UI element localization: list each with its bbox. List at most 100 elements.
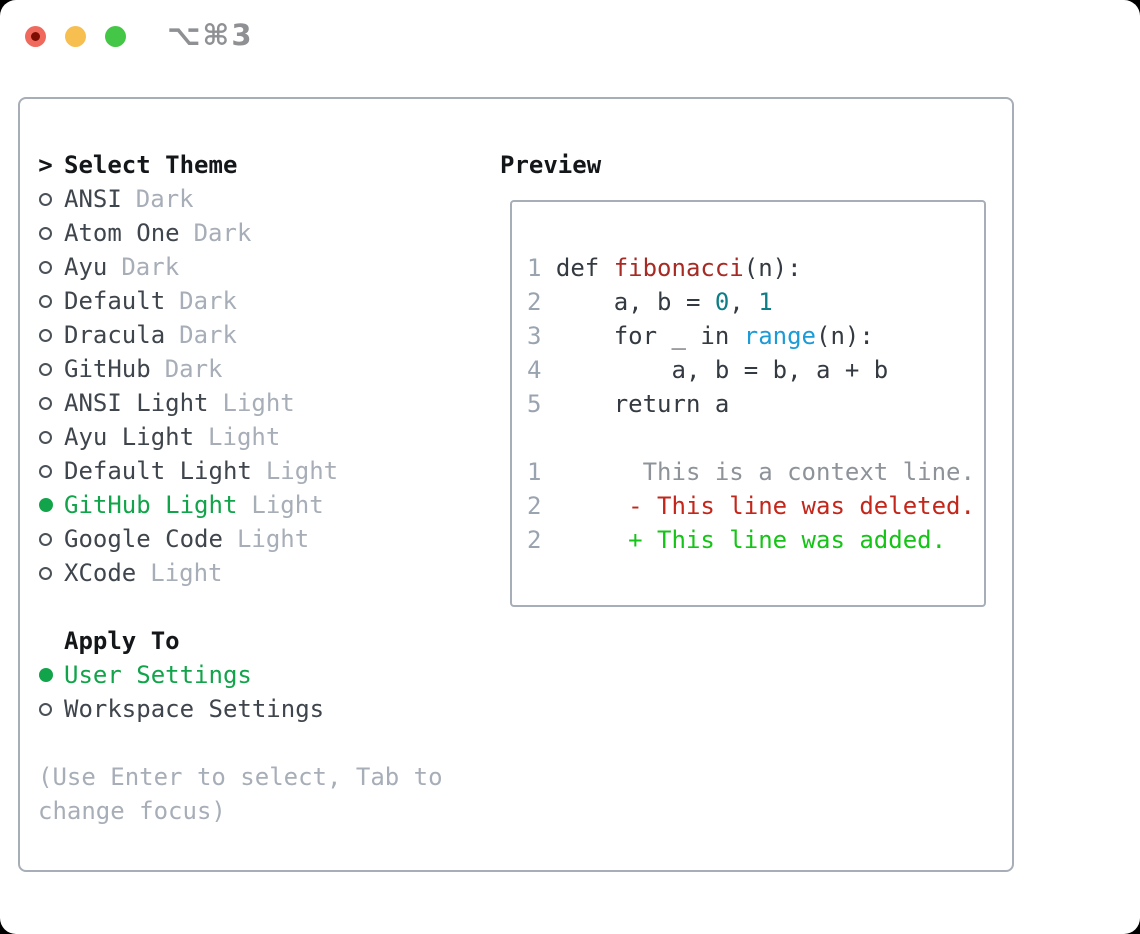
theme-variant-tag: Light [265, 457, 339, 485]
code-segment-add: + This line was added. [628, 526, 947, 554]
theme-variant-tag: Dark [179, 287, 237, 315]
theme-name: XCode [64, 559, 137, 587]
theme-name: GitHub Light [64, 491, 238, 519]
code-segment-ln: 5 [527, 390, 542, 418]
radio-selected-icon [38, 498, 53, 512]
radio-unselected-icon [39, 566, 52, 580]
select-theme-title: Select Theme [64, 151, 238, 179]
close-button[interactable] [25, 26, 46, 47]
code-line: 2 - This line was deleted. [527, 489, 984, 523]
spacer [38, 590, 488, 624]
code-segment-code: a, b = [541, 288, 715, 316]
theme-option-github[interactable]: GitHub Dark [38, 352, 488, 386]
theme-name: Atom One [64, 219, 180, 247]
apply-option-label: Workspace Settings [64, 695, 325, 723]
code-segment-code: (n): [816, 322, 874, 350]
apply-option-user-settings[interactable]: User Settings [38, 658, 488, 692]
theme-variant-tag: Dark [193, 219, 252, 247]
radio-unselected-icon [39, 532, 52, 546]
minimize-button[interactable] [65, 26, 86, 47]
theme-option-ayu-light[interactable]: Ayu Light Light [38, 420, 488, 454]
radio-unselected-icon [39, 260, 52, 274]
code-segment-ln: 2 [527, 526, 542, 554]
theme-variant-tag: Light [222, 389, 295, 417]
theme-name: ANSI [64, 185, 122, 213]
code-segment-code: (n): [743, 254, 802, 282]
close-dot-icon [31, 32, 40, 41]
theme-variant-tag: Light [208, 423, 281, 451]
radio-unselected-icon [39, 396, 52, 410]
theme-name: ANSI Light [64, 389, 209, 417]
code-segment-ln: 2 [527, 492, 542, 520]
window-title: ⌥⌘3 [167, 18, 254, 52]
radio-unselected-icon [39, 430, 52, 444]
theme-name: Ayu Light [64, 423, 195, 451]
theme-name: Ayu [64, 253, 108, 281]
theme-variant-tag: Dark [164, 355, 223, 383]
radio-unselected-icon [39, 702, 52, 716]
code-segment-code [541, 492, 628, 520]
code-segment-code [541, 526, 628, 554]
radio-unselected-icon [39, 226, 52, 240]
theme-variant-tag: Dark [135, 185, 194, 213]
keyboard-hint: (Use Enter to select, Tab to change focu… [38, 763, 443, 825]
theme-option-dracula[interactable]: Dracula Dark [38, 318, 488, 352]
radio-selected-icon [38, 668, 53, 682]
prompt-icon: > [38, 151, 53, 179]
code-segment-del: - This line was deleted. [628, 492, 975, 520]
theme-variant-tag: Light [251, 491, 324, 519]
preview-title: Preview [500, 151, 602, 179]
code-line: 4 a, b = b, a + b [527, 353, 984, 387]
radio-unselected-icon [39, 328, 52, 342]
theme-variant-tag: Light [236, 525, 310, 553]
code-segment-code: a, b = b, a + b [541, 356, 889, 384]
code-segment-code: , [729, 288, 759, 316]
theme-option-default[interactable]: Default Dark [38, 284, 488, 318]
preview-header-row: Preview [500, 148, 601, 182]
apply-to-header-row: Apply To [38, 624, 488, 658]
apply-option-workspace-settings[interactable]: Workspace Settings [38, 692, 488, 726]
theme-option-atom-one[interactable]: Atom One Dark [38, 216, 488, 250]
theme-name: Default [64, 287, 166, 315]
code-line: 3 for _ in range(n): [527, 319, 984, 353]
theme-name: Dracula [64, 321, 166, 349]
traffic-lights [25, 26, 126, 47]
code-line: 2 a, b = 0, 1 [527, 285, 984, 319]
code-line: 5 return a [527, 387, 984, 421]
theme-name: Google Code [64, 525, 223, 553]
theme-option-google-code[interactable]: Google Code Light [38, 522, 488, 556]
code-segment-num: 1 [758, 288, 773, 316]
theme-option-default-light[interactable]: Default Light Light [38, 454, 488, 488]
code-segment-ln: 1 [527, 254, 542, 282]
theme-name: Default Light [64, 457, 252, 485]
code-line: 1 This is a context line. [527, 455, 984, 489]
code-line [527, 421, 984, 455]
code-segment-code: for _ in [541, 322, 744, 350]
code-segment-code: return a [541, 390, 730, 418]
theme-option-xcode[interactable]: XCode Light [38, 556, 488, 590]
code-segment-bi: range [743, 322, 816, 350]
theme-option-ansi-light[interactable]: ANSI Light Light [38, 386, 488, 420]
code-segment-fn: fibonacci [613, 254, 744, 282]
code-segment-ln: 4 [527, 356, 542, 384]
code-segment-ln: 1 [527, 458, 542, 486]
select-theme-header-row: > Select Theme [38, 148, 488, 182]
zoom-button[interactable] [105, 26, 126, 47]
theme-variant-tag: Dark [179, 321, 237, 349]
theme-name: GitHub [64, 355, 151, 383]
code-segment-code: def [541, 254, 614, 282]
theme-variant-tag: Light [150, 559, 223, 587]
radio-unselected-icon [39, 362, 52, 376]
apply-to-title: Apply To [64, 627, 180, 655]
code-segment-ctx: This is a context line. [642, 458, 975, 486]
theme-option-ansi[interactable]: ANSI Dark [38, 182, 488, 216]
code-line: 2 + This line was added. [527, 523, 984, 557]
theme-option-github-light[interactable]: GitHub Light Light [38, 488, 488, 522]
